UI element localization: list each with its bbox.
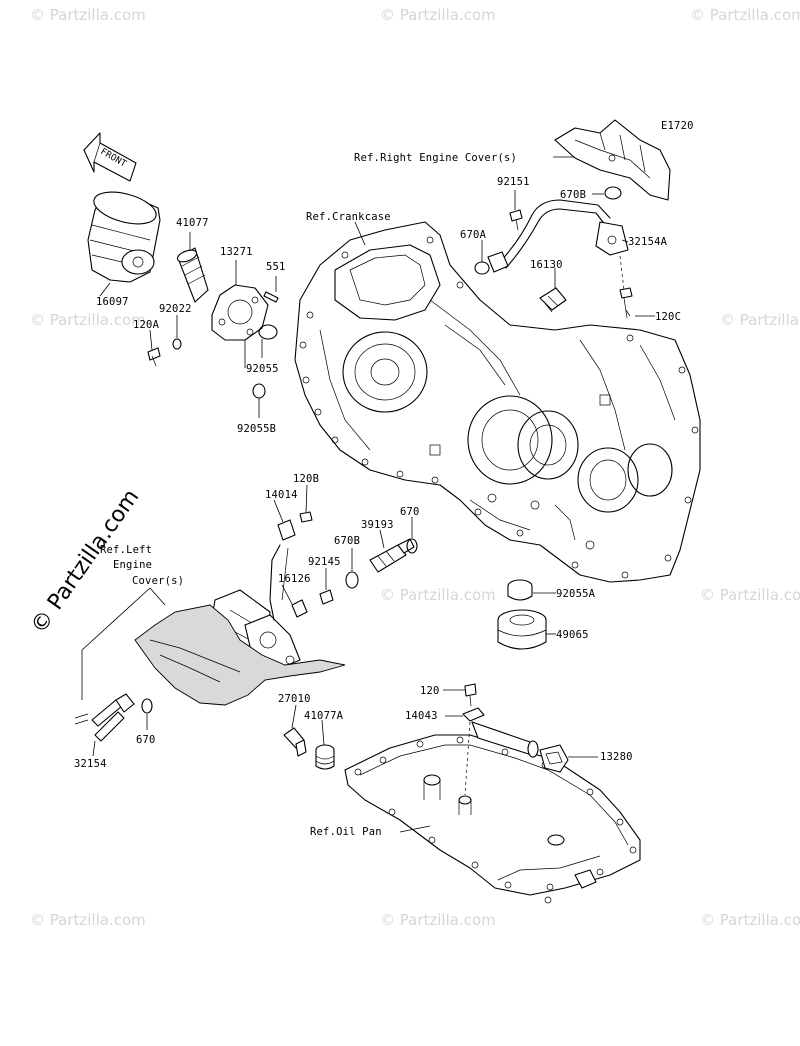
part-32154: 32154 [74,758,107,770]
bracket-14014 [277,519,296,541]
part-92145: 92145 [308,556,341,568]
bolt-120 [464,683,477,707]
part-670B-top: 670B [560,189,586,201]
oring-92055 [258,324,278,340]
part-120: 120 [420,685,440,697]
housing-13271 [211,284,269,341]
bolt-120c [619,287,633,319]
watermark: © Partzilla.com [30,6,146,24]
ref-left-engine-cover-2: Engine [113,559,152,571]
part-32154A: 32154A [628,236,668,248]
bolt-120a [147,347,161,367]
watermark: © Partzilla.com [30,311,146,329]
part-92055: 92055 [246,363,279,375]
washer-92022 [172,338,182,350]
oil-pump-49065 [497,609,547,650]
watermark: © Partzilla.com [700,911,800,929]
part-92055B: 92055B [237,423,276,435]
part-92151: 92151 [497,176,530,188]
oring-670b-top [604,186,622,200]
oring-670a [474,261,490,275]
ref-left-engine-cover-1: Ref.Left [100,544,152,556]
part-670: 670 [400,506,420,518]
part-551: 551 [266,261,286,273]
oil-filter-16097 [87,191,161,283]
plug-16126 [291,599,308,618]
bolt-120b [299,511,313,523]
part-92055A: 92055A [556,588,596,600]
part-13271: 13271 [220,246,253,258]
oil-pipe-32154 [74,693,135,742]
oil-pipe-32154a [487,199,629,273]
part-670-low: 670 [136,734,156,746]
oring-92055b [252,383,266,399]
ref-oil-pan: Ref.Oil Pan [310,826,382,838]
part-14014: 14014 [265,489,298,501]
oring-670-low [141,698,153,714]
oring-92055a [507,579,533,601]
diagram-code: E1720 [661,120,694,132]
part-16097: 16097 [96,296,129,308]
watermark-layer: © Partzilla.com © Partzilla.com © Partzi… [30,6,800,929]
oring-670b [345,571,359,589]
pipe-14043 [462,707,539,758]
pin-551 [263,291,279,303]
part-41077A: 41077A [304,710,344,722]
bolt-92151 [509,209,523,231]
part-27010: 27010 [278,693,311,705]
watermark: © Partzilla.com [380,6,496,24]
part-16126: 16126 [278,573,311,585]
crankcase [294,221,701,583]
part-670B: 670B [334,535,360,547]
front-arrow-icon: FRONT [83,132,137,182]
right-engine-cover-fragment [554,119,671,201]
part-41077: 41077 [176,217,209,229]
part-49065: 49065 [556,629,589,641]
gasket-13280 [539,744,569,773]
part-16130: 16130 [530,259,563,271]
watermark: © Partzilla.com [700,586,800,604]
nipple-41077 [176,247,209,303]
part-92022: 92022 [159,303,192,315]
switch-27010 [283,727,307,757]
fitting-16130 [539,287,567,313]
watermark: © Partzilla.com [30,911,146,929]
plug-92145 [319,589,334,605]
part-14043: 14043 [405,710,438,722]
watermark: © Partzilla.com [690,6,800,24]
part-120A: 120A [133,319,160,331]
part-120C: 120C [655,311,681,323]
ref-crankcase: Ref.Crankcase [306,211,391,223]
oring-670 [406,538,418,554]
nipple-41077a [315,744,335,770]
watermark: © Partzilla.com [380,911,496,929]
left-engine-cover-fragment [134,604,346,706]
part-13280: 13280 [600,751,633,763]
ref-left-engine-cover-3: Cover(s) [132,575,184,587]
watermark: © Partzilla.com [380,586,496,604]
fitting-39193 [369,538,415,573]
ref-right-engine-cover: Ref.Right Engine Cover(s) [354,152,517,164]
oil-pan [344,734,641,904]
part-670A: 670A [460,229,487,241]
watermark: © Partzilla.com [720,311,800,329]
part-120B: 120B [293,473,319,485]
part-39193: 39193 [361,519,394,531]
